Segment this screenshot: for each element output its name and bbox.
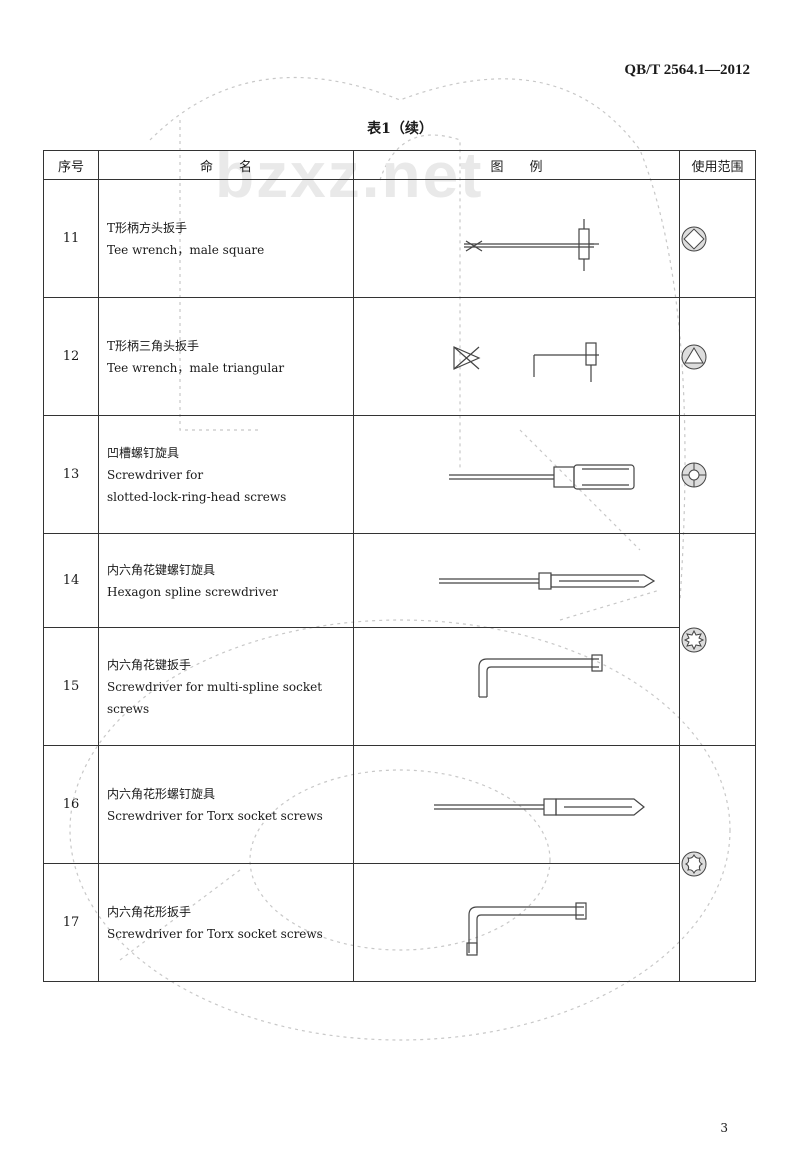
name-zh: T形柄方头扳手 bbox=[107, 220, 188, 235]
tee-wrench-square-icon bbox=[464, 218, 599, 271]
name-zh: 内六角花键扳手 bbox=[107, 657, 192, 672]
figure-cell bbox=[353, 297, 680, 416]
row-index: 13 bbox=[43, 415, 99, 534]
table-row: 17 内六角花形扳手 Screwdriver for Torx socket s… bbox=[43, 863, 756, 982]
torx-socket-icon bbox=[681, 851, 707, 876]
scope-cell bbox=[679, 179, 756, 298]
triangle-socket-icon bbox=[681, 344, 707, 369]
row-name: 内六角花键扳手 Screwdriver for multi-spline soc… bbox=[98, 627, 354, 746]
figure-cell bbox=[353, 179, 680, 298]
slotted-screwdriver-icon bbox=[449, 463, 635, 490]
slotted-ring-socket-icon bbox=[681, 462, 707, 487]
page-number: 3 bbox=[720, 1121, 728, 1135]
table-row: 12 T形柄三角头扳手 Tee wrench，male triangular bbox=[43, 297, 756, 416]
name-en: Hexagon spline screwdriver bbox=[107, 584, 278, 599]
row-index: 11 bbox=[43, 179, 99, 298]
torx-l-key-icon bbox=[466, 901, 587, 956]
header-scope: 使用范围 bbox=[679, 150, 756, 180]
table-row: 11 T形柄方头扳手 Tee wrench，male square bbox=[43, 179, 756, 298]
spline-socket-icon bbox=[681, 627, 707, 652]
scope-cell bbox=[679, 745, 756, 982]
name-en: Screwdriver for multi-spline socket scre… bbox=[107, 679, 323, 716]
figure-cell bbox=[353, 415, 680, 534]
name-zh: 内六角花键螺钉旋具 bbox=[107, 562, 216, 577]
spline-l-key-icon bbox=[478, 653, 603, 698]
name-en: Tee wrench，male square bbox=[107, 242, 265, 257]
name-zh: 内六角花形扳手 bbox=[107, 904, 192, 919]
row-name: 凹槽螺钉旋具 Screwdriver for slotted-lock-ring… bbox=[98, 415, 354, 534]
figure-cell bbox=[353, 533, 680, 628]
table-row: 16 内六角花形螺钉旋具 Screwdriver for Torx socket… bbox=[43, 745, 756, 982]
scope-cell bbox=[679, 297, 756, 416]
row-name: 内六角花键螺钉旋具 Hexagon spline screwdriver bbox=[98, 533, 354, 628]
tool-table: 序号 命 名 图 例 使用范围 11 T形柄方头扳手 Tee wrench，ma… bbox=[43, 150, 756, 982]
name-en: Screwdriver for Torx socket screws bbox=[107, 926, 323, 941]
torx-screwdriver-icon bbox=[434, 797, 645, 816]
row-name: T形柄方头扳手 Tee wrench，male square bbox=[98, 179, 354, 298]
name-zh: 凹槽螺钉旋具 bbox=[107, 445, 180, 460]
header-index: 序号 bbox=[43, 150, 99, 180]
tee-wrench-triangle-icon bbox=[453, 341, 599, 382]
name-en: Tee wrench，male triangular bbox=[107, 360, 285, 375]
table-row: 13 凹槽螺钉旋具 Screwdriver for slotted-lock-r… bbox=[43, 415, 756, 534]
row-index: 15 bbox=[43, 627, 99, 746]
name-zh: T形柄三角头扳手 bbox=[107, 338, 200, 353]
table-header-row: 序号 命 名 图 例 使用范围 bbox=[43, 150, 756, 180]
table-row: 14 内六角花键螺钉旋具 Hexagon spline screwdriver bbox=[43, 533, 756, 746]
spline-screwdriver-icon bbox=[439, 571, 656, 590]
row-name: T形柄三角头扳手 Tee wrench，male triangular bbox=[98, 297, 354, 416]
name-en: Screwdriver for bbox=[107, 467, 204, 482]
square-socket-icon bbox=[681, 226, 707, 251]
table-row: 15 内六角花键扳手 Screwdriver for multi-spline … bbox=[43, 627, 756, 746]
header-figure: 图 例 bbox=[353, 150, 680, 180]
row-index: 14 bbox=[43, 533, 99, 628]
scope-cell bbox=[679, 415, 756, 534]
table-caption: 表1（续） bbox=[367, 121, 433, 137]
name-en: Screwdriver for Torx socket screws bbox=[107, 808, 323, 823]
scope-cell bbox=[679, 533, 756, 746]
header-name: 命 名 bbox=[98, 150, 354, 180]
name-zh: 内六角花形螺钉旋具 bbox=[107, 786, 216, 801]
row-index: 12 bbox=[43, 297, 99, 416]
figure-cell bbox=[353, 627, 680, 746]
row-index: 16 bbox=[43, 745, 99, 864]
figure-cell bbox=[353, 745, 680, 864]
name-en-2: slotted-lock-ring-head screws bbox=[107, 489, 287, 504]
figure-cell bbox=[353, 863, 680, 982]
row-name: 内六角花形螺钉旋具 Screwdriver for Torx socket sc… bbox=[98, 745, 354, 864]
row-index: 17 bbox=[43, 863, 99, 982]
standard-code: QB/T 2564.1—2012 bbox=[624, 62, 750, 78]
row-name: 内六角花形扳手 Screwdriver for Torx socket scre… bbox=[98, 863, 354, 982]
